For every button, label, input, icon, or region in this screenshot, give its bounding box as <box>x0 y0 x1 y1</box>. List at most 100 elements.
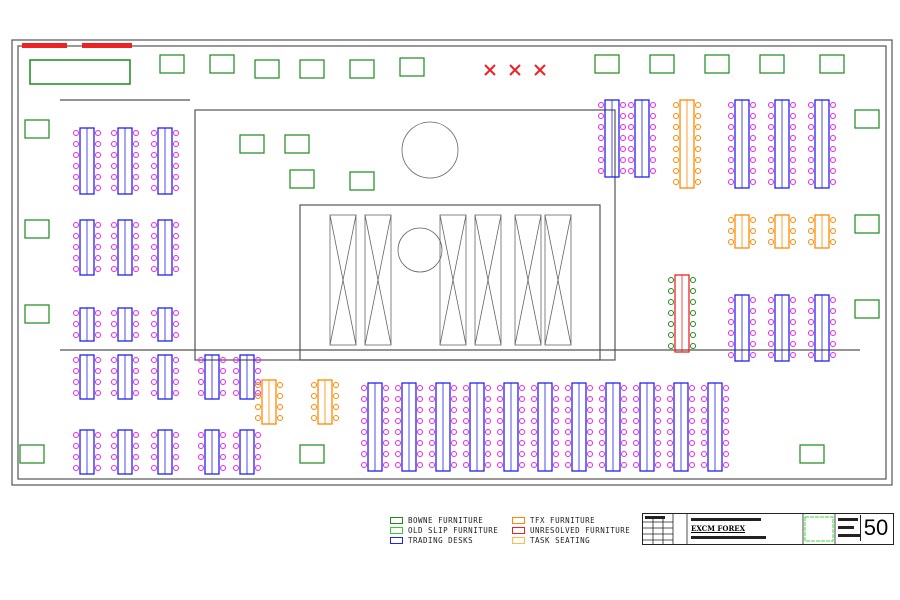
chair <box>95 357 101 363</box>
chair <box>599 429 605 435</box>
chair <box>587 407 593 413</box>
chair <box>133 465 139 471</box>
chair <box>451 451 457 457</box>
chair <box>383 440 389 446</box>
chair <box>451 418 457 424</box>
desk-cluster <box>668 274 696 353</box>
chair <box>553 440 559 446</box>
chair <box>255 390 261 396</box>
chair <box>151 174 157 180</box>
chair <box>111 368 117 374</box>
chair <box>311 404 317 410</box>
chair <box>233 357 239 363</box>
chair <box>395 462 401 468</box>
chair <box>361 385 367 391</box>
chair <box>565 396 571 402</box>
chair <box>417 429 423 435</box>
chair <box>830 297 836 303</box>
office-furniture <box>349 171 375 191</box>
chair <box>620 124 626 130</box>
legend-label: UNRESOLVED FURNITURE <box>530 526 631 535</box>
chair <box>673 157 679 163</box>
chair <box>728 297 734 303</box>
office-furniture <box>399 57 425 77</box>
office-furniture <box>159 54 185 74</box>
chair <box>255 443 261 449</box>
chair <box>689 440 695 446</box>
chair <box>395 418 401 424</box>
chair <box>383 451 389 457</box>
chair <box>111 310 117 316</box>
chair <box>73 332 79 338</box>
chair <box>151 390 157 396</box>
chair <box>133 332 139 338</box>
chair <box>173 432 179 438</box>
desk-cluster <box>728 294 756 362</box>
chair <box>151 368 157 374</box>
chair <box>111 222 117 228</box>
chair <box>133 432 139 438</box>
chair <box>429 462 435 468</box>
chair <box>621 396 627 402</box>
chair <box>830 124 836 130</box>
chair <box>628 102 634 108</box>
chair <box>768 146 774 152</box>
chair <box>133 174 139 180</box>
chair <box>728 341 734 347</box>
chair <box>750 319 756 325</box>
chair <box>808 157 814 163</box>
chair <box>598 157 604 163</box>
chair <box>790 102 796 108</box>
chair <box>73 454 79 460</box>
chair <box>233 379 239 385</box>
chair <box>73 266 79 272</box>
chair <box>808 217 814 223</box>
chair <box>151 130 157 136</box>
desk-cluster <box>151 307 179 342</box>
chair <box>151 233 157 239</box>
chair <box>599 385 605 391</box>
chair <box>808 179 814 185</box>
shaft-cross <box>514 214 542 346</box>
desk-cluster <box>111 307 139 342</box>
chair <box>95 233 101 239</box>
chair <box>830 168 836 174</box>
chair <box>73 174 79 180</box>
chair <box>463 396 469 402</box>
chair <box>701 429 707 435</box>
chair <box>628 146 634 152</box>
office-furniture <box>24 119 50 139</box>
chair <box>451 407 457 413</box>
chair <box>383 429 389 435</box>
chair <box>667 462 673 468</box>
chair <box>277 415 283 421</box>
office-furniture <box>24 219 50 239</box>
chair <box>198 357 204 363</box>
chair <box>361 418 367 424</box>
chair <box>667 418 673 424</box>
chair <box>701 440 707 446</box>
chair <box>750 168 756 174</box>
chair <box>485 407 491 413</box>
chair <box>395 385 401 391</box>
chair <box>73 310 79 316</box>
desk-cluster <box>667 382 695 472</box>
chair <box>73 379 79 385</box>
chair <box>599 451 605 457</box>
chair <box>333 382 339 388</box>
chair <box>220 432 226 438</box>
chair <box>628 124 634 130</box>
desk-cluster <box>111 429 139 475</box>
chair <box>220 379 226 385</box>
desk-cluster <box>673 99 701 189</box>
chair <box>553 462 559 468</box>
chair <box>73 152 79 158</box>
desk-cluster <box>198 354 226 400</box>
chair <box>750 217 756 223</box>
chair <box>277 382 283 388</box>
chair <box>73 163 79 169</box>
chair <box>133 454 139 460</box>
chair <box>808 330 814 336</box>
chair <box>497 429 503 435</box>
chair <box>255 432 261 438</box>
